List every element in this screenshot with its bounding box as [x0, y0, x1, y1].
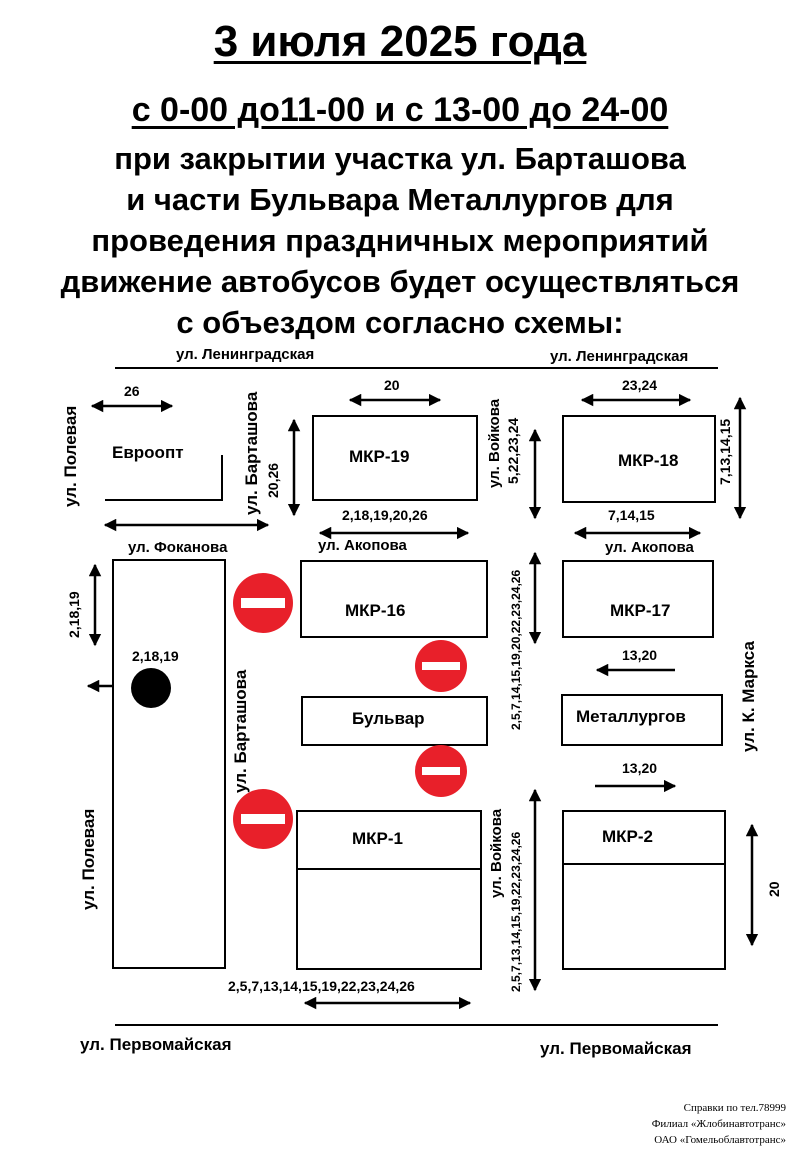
- route-21819-side: 2,18,19: [66, 591, 82, 638]
- street-akopova-right: ул. Акопова: [605, 539, 694, 556]
- description: при закрытии участка ул. Барташова и час…: [0, 138, 800, 343]
- no-entry-icon: [415, 745, 467, 797]
- time-range: с 0-00 до11-00 и с 13-00 до 24-00: [131, 91, 669, 129]
- block-mkr16-label: МКР-16: [345, 601, 406, 620]
- date-title: 3 июля 2025 года: [213, 17, 587, 66]
- block-metallurgov-label: Металлургов: [576, 707, 686, 726]
- route-1320-bottom: 13,20: [622, 760, 658, 776]
- street-leningradskaya-left: ул. Ленинградская: [176, 346, 315, 363]
- no-entry-icon: [233, 573, 293, 633]
- street-akopova-left: ул. Акопова: [318, 537, 407, 554]
- description-line: и части Бульвара Металлургов для: [126, 182, 674, 217]
- block-mkr1-divider: [298, 868, 480, 870]
- street-pervomayskaya-left: ул. Первомайская: [80, 1035, 232, 1054]
- street-bartashova-mid: ул. Барташова: [231, 669, 250, 793]
- footer-phone: Справки по тел.78999: [683, 1102, 786, 1114]
- evroopt-corner: [105, 455, 223, 501]
- route-voykova-mid: 2,5,7,14,15,19,20,22,23,24,26: [509, 569, 523, 730]
- no-entry-icon: [415, 640, 467, 692]
- route-akopova: 2,18,19,20,26: [342, 507, 428, 523]
- route-bottom: 2,5,7,13,14,15,19,22,23,24,26: [228, 978, 415, 994]
- street-leningradskaya-right: ул. Ленинградская: [550, 348, 689, 365]
- block-bulvar: [301, 696, 488, 746]
- description-line: движение автобусов будет осуществляться: [60, 264, 740, 299]
- route-voykova-top: 5,22,23,24: [505, 417, 521, 484]
- block-mkr17-label: МКР-17: [610, 601, 671, 620]
- street-voykova-bottom: ул. Войкова: [488, 808, 505, 898]
- route-2324: 23,24: [622, 377, 658, 393]
- street-polevaya-top: ул. Полевая: [61, 405, 80, 507]
- block-mkr2-label: МКР-2: [602, 827, 653, 846]
- block-mkr18: [562, 415, 716, 503]
- route-21819-stop: 2,18,19: [132, 648, 179, 664]
- block-mkr19-label: МКР-19: [349, 447, 410, 466]
- description-line: проведения праздничных мероприятий: [91, 223, 709, 258]
- block-metallurgov: [561, 694, 723, 746]
- route-71415: 7,14,15: [608, 507, 655, 523]
- bus-stop-icon: [131, 668, 171, 708]
- block-mkr18-label: МКР-18: [618, 451, 679, 470]
- street-k-marksa: ул. К. Маркса: [739, 641, 758, 752]
- description-line: с объездом согласно схемы:: [176, 305, 624, 340]
- street-pervomayskaya-right: ул. Первомайская: [540, 1039, 692, 1058]
- street-bartashova-top: ул. Барташова: [242, 391, 261, 515]
- street-fokanova: ул. Фоканова: [128, 539, 228, 556]
- block-mkr1-label: МКР-1: [352, 829, 403, 848]
- block-mkr1: [296, 810, 482, 970]
- footer: Справки по тел.78999 Филиал «Жлобинавтот…: [652, 1100, 786, 1148]
- route-20-top: 20: [384, 377, 400, 393]
- block-mkr2-divider: [564, 863, 724, 865]
- street-voykova-top: ул. Войкова: [486, 398, 503, 488]
- polevaya-strip: [112, 559, 226, 969]
- footer-company: ОАО «Гомельоблавтотранс»: [654, 1134, 786, 1146]
- no-entry-icon: [233, 789, 293, 849]
- route-2026: 20,26: [265, 462, 281, 498]
- block-mkr16: [300, 560, 488, 638]
- footer-branch: Филиал «Жлобинавтотранс»: [651, 1118, 786, 1130]
- route-voykova-bottom: 2,5,7,13,14,15,19,22,23,24,26: [509, 831, 523, 992]
- block-bulvar-label: Бульвар: [352, 709, 425, 728]
- description-line: при закрытии участка ул. Барташова: [114, 141, 686, 176]
- route-26: 26: [124, 383, 140, 399]
- block-evroopt: Евроопт: [112, 443, 184, 462]
- block-mkr19: [312, 415, 478, 501]
- street-polevaya-bottom: ул. Полевая: [79, 808, 98, 910]
- route-20-right: 20: [766, 881, 782, 897]
- route-7131415: 7,13,14,15: [717, 418, 733, 485]
- route-1320-top: 13,20: [622, 647, 658, 663]
- block-mkr2: [562, 810, 726, 970]
- block-mkr17: [562, 560, 714, 638]
